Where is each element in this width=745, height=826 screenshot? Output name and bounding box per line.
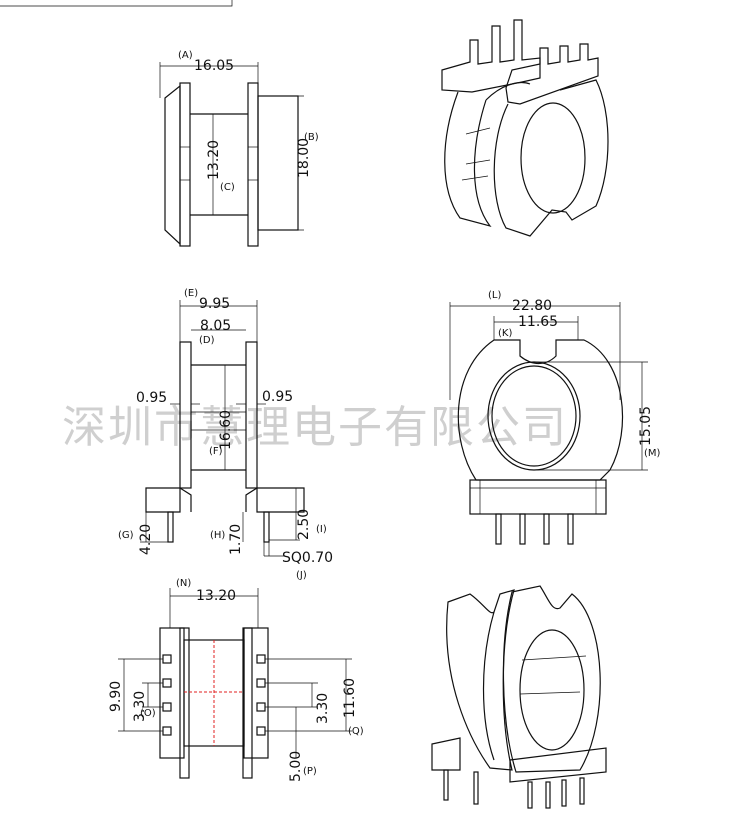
dim-l-value: 22.80 xyxy=(512,298,552,314)
dim-i-label: (I) xyxy=(316,524,327,535)
dim-h-label: (H) xyxy=(210,530,225,541)
dim-q-label: (Q) xyxy=(348,726,364,737)
right-gap-value: 0.95 xyxy=(262,389,293,405)
right-flange xyxy=(247,82,259,247)
front-pin-left xyxy=(167,511,174,543)
sheet-border xyxy=(0,0,233,7)
dim-l-label: (L) xyxy=(488,290,501,301)
dim-b-label: (B) xyxy=(304,132,319,143)
dim-a-value: 16.05 xyxy=(194,58,234,74)
bottom-view: (N) 13.20 9.90 3.30 (O) 3.30 11.60 (Q) 5… xyxy=(108,578,364,782)
dim-g-label: (G) xyxy=(118,530,134,541)
dim-p-label: (P) xyxy=(303,766,317,777)
dim-a-label: (A) xyxy=(178,50,193,61)
dim-e-label: (E) xyxy=(184,288,198,299)
dim-j-value: SQ0.70 xyxy=(282,550,333,566)
dim-m-label: (M) xyxy=(644,448,661,459)
dim-f-label: (F) xyxy=(209,446,223,457)
side-view-top: (A) 16.05 (B) 18.00 13.20 (C) xyxy=(159,50,319,247)
dim-k-value: 11.65 xyxy=(518,314,558,330)
dim-d-value: 8.05 xyxy=(200,318,231,334)
dim-n-value: 13.20 xyxy=(196,588,236,604)
front-pin-right xyxy=(263,511,270,543)
isometric-view-bottom xyxy=(431,585,607,809)
front-right-flange xyxy=(245,341,258,489)
dim-b-value: 18.00 xyxy=(296,138,312,178)
left-gap-value: 0.95 xyxy=(136,390,167,406)
dim-m-value: 15.05 xyxy=(638,406,654,446)
left-flange xyxy=(179,82,191,247)
dim-e-value: 9.95 xyxy=(199,296,230,312)
dim-h-value: 1.70 xyxy=(228,524,244,555)
left-outer-value: 9.90 xyxy=(108,681,124,712)
dim-g-value: 4.20 xyxy=(138,524,154,555)
left-flange-bevel xyxy=(164,84,181,246)
dim-o-label: (O) xyxy=(140,708,156,719)
front-base-right xyxy=(256,487,305,513)
right-block xyxy=(257,95,299,231)
dim-q-value: 11.60 xyxy=(342,678,358,718)
dim-n-label: (N) xyxy=(176,578,191,589)
front-left-flange xyxy=(179,341,192,489)
dim-d-label: (D) xyxy=(199,335,215,346)
isometric-view-top xyxy=(441,19,609,237)
front-base-left xyxy=(145,487,181,513)
dim-o-value: 3.30 xyxy=(132,691,148,722)
dim-c-label: (C) xyxy=(220,182,235,193)
front-view-middle: (E) 9.95 8.05 (D) 0.95 0.95 16.60 (F) (G… xyxy=(118,288,333,581)
watermark: 深圳市慧理电子有限公司 xyxy=(62,402,568,453)
right-pitch-value: 3.30 xyxy=(315,693,331,724)
dim-j-label: (J) xyxy=(296,570,307,581)
dim-p-value: 5.00 xyxy=(288,751,304,782)
dim-f-value: 16.60 xyxy=(218,410,234,450)
dim-i-value: 2.50 xyxy=(296,509,312,540)
dim-k-label: (K) xyxy=(498,328,512,339)
front-view-right: (L) 22.80 11.65 (K) 15.05 (M) xyxy=(449,290,661,545)
dim-c-value: 13.20 xyxy=(206,140,222,180)
